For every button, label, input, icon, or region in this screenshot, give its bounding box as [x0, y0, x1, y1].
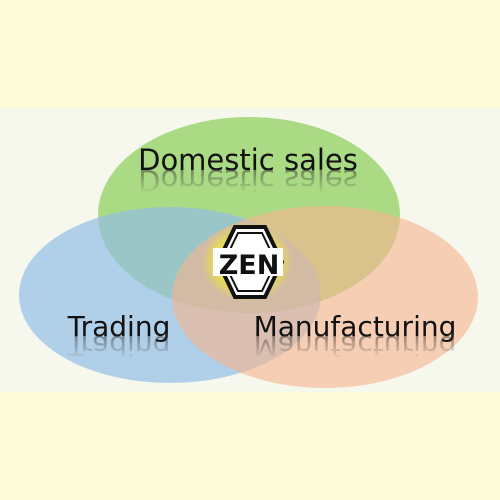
logo-text: ZEN	[219, 250, 280, 281]
label-reflections: Domestic sales Trading Manufacturing	[67, 163, 457, 362]
zen-logo: ZEN	[201, 222, 293, 302]
manufacturing-label: Manufacturing	[254, 310, 457, 343]
trading-label: Trading	[67, 310, 171, 343]
trading-reflection: Trading	[67, 329, 171, 362]
domestic-sales-reflection: Domestic sales	[138, 163, 358, 197]
manufacturing-reflection: Manufacturing	[254, 329, 457, 362]
domestic-sales-label: Domestic sales	[138, 143, 358, 177]
